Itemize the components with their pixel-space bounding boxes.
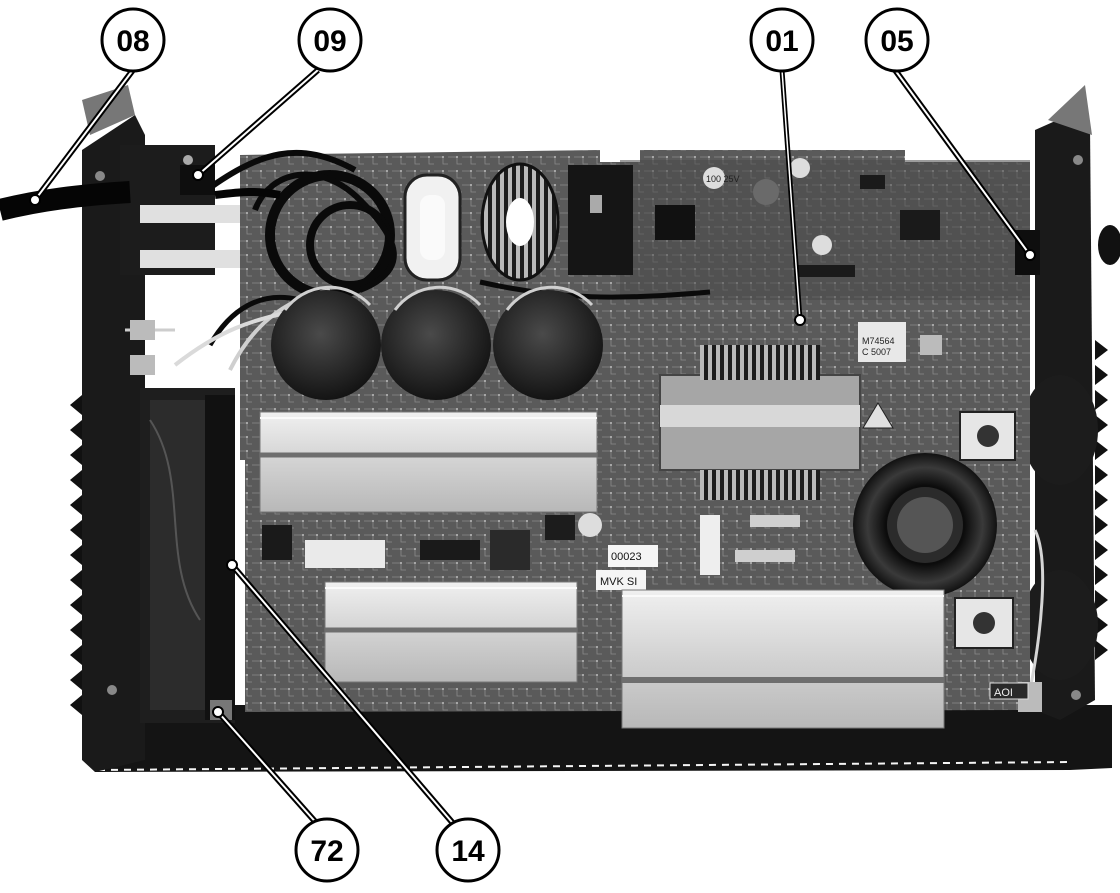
lower-pcb-components: 00023 MVK SI (262, 513, 800, 590)
aoi-label: AOI (994, 687, 1013, 699)
callout-14: 14 (435, 817, 501, 883)
callout-01-label: 01 (765, 25, 798, 58)
input-filter (173, 149, 711, 371)
callout-72: 72 (294, 817, 360, 883)
leader-dots (29, 169, 1036, 718)
cap-label: 100 25V (706, 174, 740, 184)
callout-72-label: 72 (310, 835, 343, 868)
main-transformer (659, 345, 894, 500)
board-mvk-label: MVK SI (600, 576, 637, 588)
heatsink-lower-right (621, 589, 945, 729)
callout-09: 09 (297, 7, 363, 73)
callout-05: 05 (864, 7, 930, 73)
output-choke (853, 453, 997, 597)
output-terminals (954, 411, 1045, 712)
relay-label-c5007: C 5007 (862, 347, 891, 357)
board-serial-label: 00023 (611, 551, 642, 563)
left-fins (70, 395, 82, 715)
callout-09-label: 09 (313, 25, 346, 58)
callout-05-label: 05 (880, 25, 913, 58)
right-fins (1095, 340, 1108, 660)
cooling-fan (140, 388, 235, 723)
relay-label-m74564: M74564 (862, 336, 895, 346)
callout-08: 08 (100, 7, 166, 73)
callout-14-label: 14 (451, 835, 485, 868)
leader-lines (32, 67, 1033, 837)
power-connector (0, 145, 281, 375)
bulk-capacitors (271, 285, 603, 400)
heatsink-lower-left (324, 581, 578, 683)
callout-08-label: 08 (116, 25, 149, 58)
callout-01: 01 (749, 7, 815, 73)
heatsink-upper-left (259, 411, 598, 513)
